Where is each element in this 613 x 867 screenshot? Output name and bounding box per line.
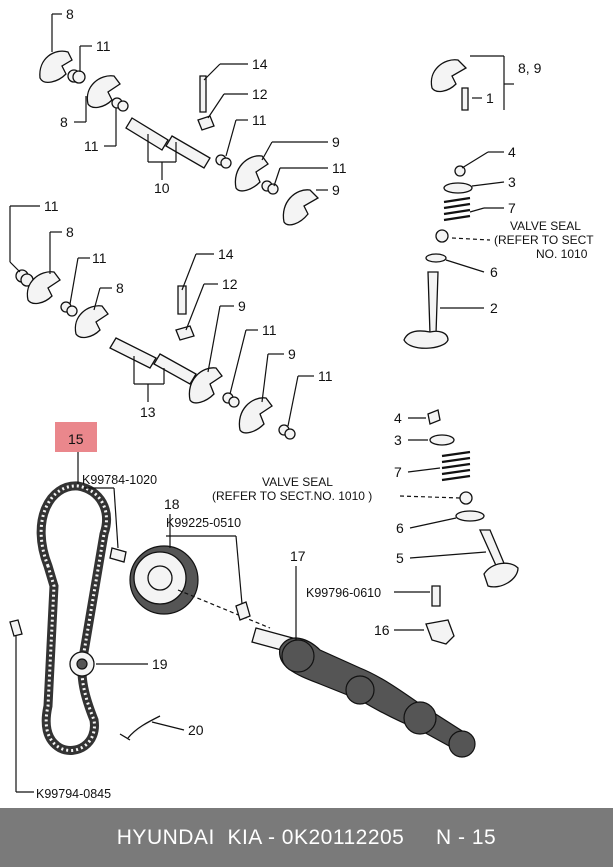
label-17: 17 — [290, 548, 306, 564]
label-11-e: 11 — [44, 198, 59, 214]
label-4-b: 4 — [394, 410, 402, 426]
label-9-a: 9 — [332, 134, 340, 150]
label-8-c: 8 — [66, 224, 74, 240]
label-11-g: 11 — [262, 322, 277, 338]
valve-seal-note-2-title: VALVE SEAL — [262, 475, 333, 489]
parts-diagram: 8 11 8 11 10 14 12 11 9 11 9 8, 9 1 4 3 … — [9, 6, 594, 801]
code-k99225-0510: K99225-0510 — [166, 516, 241, 530]
valve-seal-note-1-title: VALVE SEAL — [510, 219, 581, 233]
label-11-h: 11 — [318, 368, 333, 384]
valve-seal-note-1-sect: NO. 1010 — [536, 247, 588, 261]
code-k99796-0610: K99796-0610 — [306, 586, 381, 600]
label-3-a: 3 — [508, 174, 516, 190]
label-16: 16 — [374, 622, 390, 638]
label-9-d: 9 — [288, 346, 296, 362]
label-15: 15 — [68, 431, 84, 447]
label-18: 18 — [164, 496, 180, 512]
label-9-c: 9 — [238, 298, 246, 314]
label-4-a: 4 — [508, 144, 516, 160]
label-2: 2 — [490, 300, 498, 316]
upper-valve-assembly — [403, 59, 473, 349]
label-8-a: 8 — [66, 6, 74, 22]
label-8-d: 8 — [116, 280, 124, 296]
label-20: 20 — [188, 722, 204, 738]
label-7-a: 7 — [508, 200, 516, 216]
label-12-a: 12 — [252, 86, 268, 102]
label-14-a: 14 — [252, 56, 268, 72]
label-14-b: 14 — [218, 246, 234, 262]
label-11-c: 11 — [252, 112, 267, 128]
timing-belt-assembly — [9, 422, 476, 758]
lower-rocker-assembly — [15, 269, 296, 440]
footer-bar: HYUNDAI KIA - 0K20112205 N - 15 — [0, 808, 613, 867]
label-11-f: 11 — [92, 250, 107, 266]
label-8-b: 8 — [60, 114, 68, 130]
label-6-a: 6 — [490, 264, 498, 280]
valve-seal-note-1-ref: (REFER TO SECT — [494, 233, 594, 247]
label-11-b: 11 — [84, 138, 99, 154]
upper-rocker-assembly — [39, 50, 320, 226]
label-11-a: 11 — [96, 38, 111, 54]
label-1: 1 — [486, 90, 494, 106]
label-19: 19 — [152, 656, 168, 672]
label-7-b: 7 — [394, 464, 402, 480]
label-6-b: 6 — [396, 520, 404, 536]
label-10: 10 — [154, 180, 170, 196]
label-9-b: 9 — [332, 182, 340, 198]
code-k99784-1020: K99784-1020 — [82, 473, 157, 487]
lower-valve-assembly — [425, 409, 519, 645]
label-3-b: 3 — [394, 432, 402, 448]
label-11-d: 11 — [332, 160, 347, 176]
label-8-9: 8, 9 — [518, 60, 542, 76]
footer-part-number: HYUNDAI KIA - 0K20112205 N - 15 — [116, 825, 497, 849]
label-5: 5 — [396, 550, 404, 566]
label-13: 13 — [140, 404, 156, 420]
code-k99794-0845: K99794-0845 — [36, 787, 111, 801]
highlight-box — [55, 422, 97, 452]
valve-seal-note-2-ref: (REFER TO SECT.NO. 1010 ) — [212, 489, 372, 503]
label-12-b: 12 — [222, 276, 238, 292]
